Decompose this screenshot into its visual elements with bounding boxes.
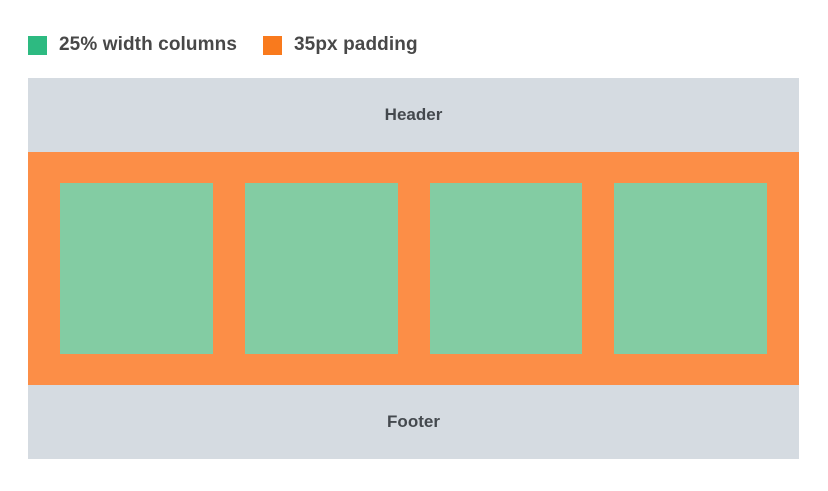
- width-column: [244, 183, 398, 354]
- legend-item-columns: 25% width columns: [28, 34, 237, 56]
- green-swatch-icon: [28, 35, 47, 55]
- layout-diagram: Header Footer: [28, 78, 799, 459]
- main-padded-area: [28, 152, 799, 385]
- footer-section: Footer: [28, 385, 799, 459]
- width-column: [60, 183, 213, 354]
- legend-item-padding: 35px padding: [263, 34, 418, 56]
- legend-label-columns: 25% width columns: [59, 34, 238, 55]
- header-label: Header: [384, 105, 443, 124]
- legend: 25% width columns 35px padding: [28, 33, 828, 57]
- width-column: [614, 183, 767, 354]
- legend-label-padding: 35px padding: [294, 34, 418, 55]
- orange-swatch-icon: [263, 35, 283, 55]
- header-section: Header: [28, 78, 799, 152]
- width-column: [429, 183, 583, 354]
- footer-label: Footer: [387, 412, 440, 431]
